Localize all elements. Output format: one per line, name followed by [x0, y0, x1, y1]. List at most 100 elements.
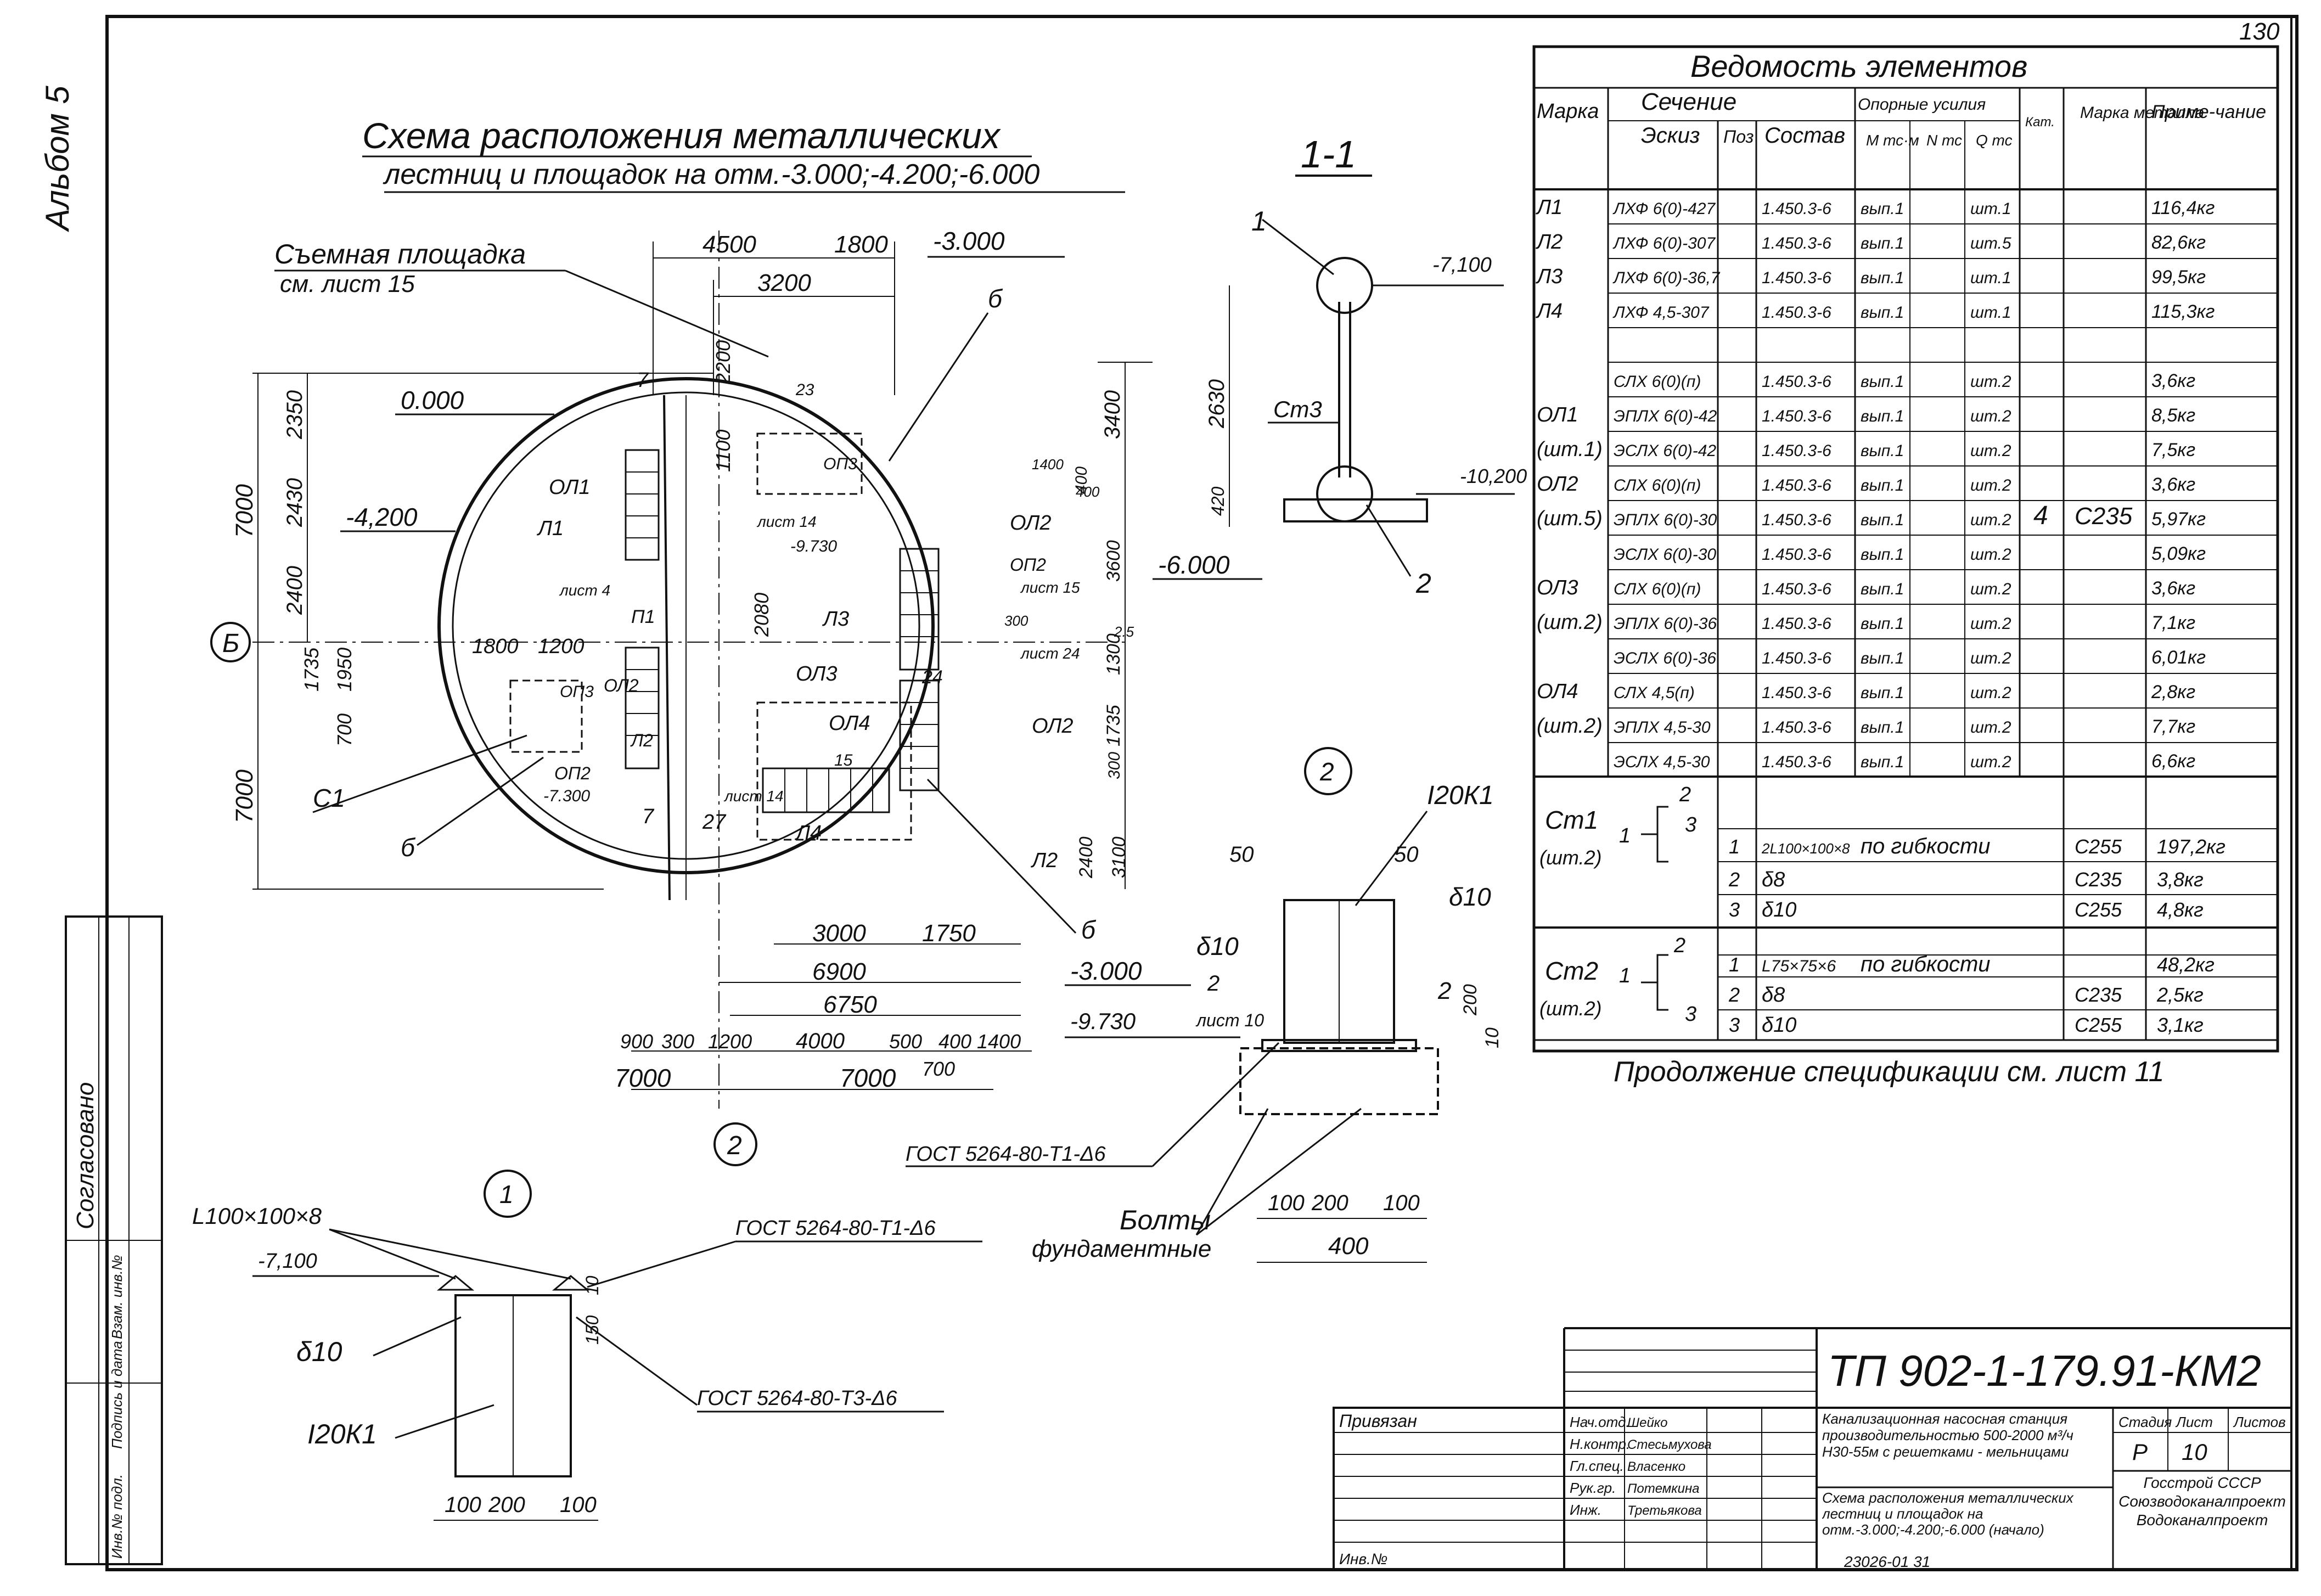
node2-number: 2	[1319, 757, 1334, 786]
axis-b-label: Б	[222, 629, 239, 658]
plan-label-ol2-bottom: ОЛ2	[1032, 715, 1073, 738]
node2-plate-right: δ10	[1449, 883, 1491, 911]
page-number: 130	[2239, 18, 2280, 45]
plan-label-7-left: 7	[642, 805, 655, 828]
dim-2400-r: 2400	[1076, 836, 1097, 879]
spec-cell-m: вып.1	[1861, 304, 1904, 322]
cr2-mass-1: 48,2кг	[2157, 953, 2215, 976]
removable-platform-label: Съемная площадка	[274, 239, 526, 269]
spec-cell-ref: 1.450.3-6	[1762, 304, 1831, 322]
stair-ol2-left	[625, 647, 660, 769]
cr2-mark: Ст2	[1545, 957, 1598, 985]
node1-number: 1	[499, 1180, 514, 1209]
title-sheet-label: Лист	[2175, 1414, 2213, 1430]
node1-angle-leader-2	[329, 1228, 571, 1280]
section-leader-1	[1262, 218, 1334, 276]
spec-cell-q: шт.2	[1970, 615, 2011, 633]
plan-label-l2-bottom: Л2	[1030, 849, 1058, 872]
spec-cell-ref: 1.450.3-6	[1762, 580, 1831, 598]
title-sheet: 10	[2182, 1439, 2207, 1465]
dim-2350: 2350	[283, 390, 307, 440]
spec-cell-note: 7,1кг	[2151, 612, 2195, 633]
spec-cell-q: шт.2	[1970, 684, 2011, 702]
spec-cell-comp: ЭПЛХ 4,5-30	[1614, 718, 1711, 737]
spec-cell-note: 5,09кг	[2151, 543, 2206, 564]
node2-ref-marker: 2	[1207, 971, 1219, 996]
cr1-pos-3: 3	[1729, 898, 1740, 921]
node1-dim-10: 10	[582, 1275, 602, 1295]
node2-elev: -9.730	[1070, 1008, 1136, 1034]
title-name-4: Потемкина	[1627, 1481, 1700, 1496]
section-leader-2	[1365, 504, 1412, 577]
dim-500-b: 500	[889, 1030, 922, 1053]
dim-1200-b: 1200	[708, 1030, 752, 1053]
hdr-pos: Поз	[1723, 127, 1754, 147]
title-project-desc: Канализационная насосная станция произво…	[1822, 1410, 2073, 1460]
plan-label-23: 23	[795, 381, 814, 399]
node2-dim-200: 200	[1460, 984, 1481, 1016]
dim-1950: 1950	[333, 648, 356, 692]
spec-cell-ref: 1.450.3-6	[1762, 649, 1831, 667]
spec-cell-note: 6,01кг	[2151, 647, 2206, 668]
spec-cell-mark: (шт.2)	[1537, 611, 1603, 634]
section-elev-top: -7,100	[1432, 254, 1492, 277]
cr2-steel-3: С255	[2075, 1014, 2122, 1036]
spec-cell-q: шт.2	[1970, 373, 2011, 391]
cr2-sketch-2: 2	[1673, 934, 1685, 957]
spec-cell-q: шт.5	[1970, 234, 2011, 252]
leader-delta-left	[417, 756, 544, 846]
label-delta-left: б	[401, 833, 416, 862]
dim-1750: 1750	[922, 920, 976, 947]
approval-row-3: Взам. инв.№	[109, 1255, 125, 1339]
cr2-note-1: по гибкости	[1861, 952, 1991, 976]
section-1-1: 1-1 1 2 Ст3 -7,100 -10,200 2630 420	[1205, 133, 1527, 599]
spec-cell-note: 116,4кг	[2151, 198, 2215, 218]
spec-cell-note: 5,97кг	[2151, 509, 2206, 530]
spec-cell-m: вып.1	[1861, 580, 1904, 598]
title-name-5: Третьякова	[1627, 1503, 1702, 1518]
cr1-steel-2: С235	[2075, 868, 2122, 891]
cr2-mass-3: 3,1кг	[2157, 1014, 2204, 1036]
title-stage: Р	[2132, 1439, 2148, 1465]
elev-m3000-bottom: -3.000	[1070, 957, 1142, 985]
dim-1400-b: 1400	[977, 1030, 1021, 1053]
spec-cell-comp: ЛХФ 6(0)-36,7	[1612, 269, 1721, 287]
plan-view: Схема расположения металлических лестниц…	[210, 115, 1262, 1166]
node1-gost-top: ГОСТ 5264-80-Т1-Δ6	[735, 1217, 936, 1240]
cr1-pos-2: 2	[1728, 868, 1740, 891]
spec-cell-m: вып.1	[1861, 200, 1904, 218]
cr1-note-1: по гибкости	[1861, 834, 1991, 858]
spec-cell-note: 115,3кг	[2151, 301, 2215, 322]
spec-cell-m: вып.1	[1861, 546, 1904, 564]
elev-m7300: -7.300	[543, 787, 590, 805]
cr1-steel-3: С255	[2075, 898, 2122, 921]
section-base-slab	[1283, 498, 1428, 522]
dim-2080-inner: 2080	[750, 593, 773, 637]
elev-m6000: -6.000	[1158, 550, 1230, 579]
dim-6750: 6750	[823, 991, 877, 1018]
section-dim-2630: 2630	[1205, 379, 1229, 429]
spec-cell-mark: (шт.2)	[1537, 715, 1603, 738]
hdr-section: Сечение	[1641, 88, 1736, 115]
hdr-mark: Марка	[1537, 100, 1599, 123]
cr2-sketch	[1641, 954, 1668, 1011]
title-org: Госстрой СССР Союзводоканалпроект Водока…	[2118, 1474, 2286, 1528]
title-name-2: Стесьмухова	[1627, 1437, 1712, 1452]
section-marker-2: 2	[1415, 568, 1431, 599]
spec-cell-mark: (шт.5)	[1537, 507, 1603, 530]
title-name-3: Власенко	[1627, 1459, 1685, 1474]
dim-7000-b-right: 7000	[840, 1064, 896, 1092]
stair-ol1	[625, 449, 660, 561]
hdr-q: Q тс	[1976, 132, 2013, 149]
stair-l4	[762, 767, 890, 813]
node2-beam: I20К1	[1427, 781, 1494, 810]
cr1-comp-1: 2L100×100×8	[1761, 840, 1850, 857]
title-name-1: Шейко	[1627, 1415, 1667, 1430]
node2-dim-400: 400	[1328, 1233, 1369, 1260]
cr2-steel-2: С235	[2075, 984, 2122, 1006]
section-dim-420: 420	[1208, 486, 1228, 516]
title-role-5: Инж.	[1570, 1502, 1601, 1518]
section-elev-bottom: -10,200	[1460, 465, 1527, 487]
hdr-category: Кат.	[2025, 115, 2055, 130]
dim-1735: 1735	[300, 647, 323, 692]
